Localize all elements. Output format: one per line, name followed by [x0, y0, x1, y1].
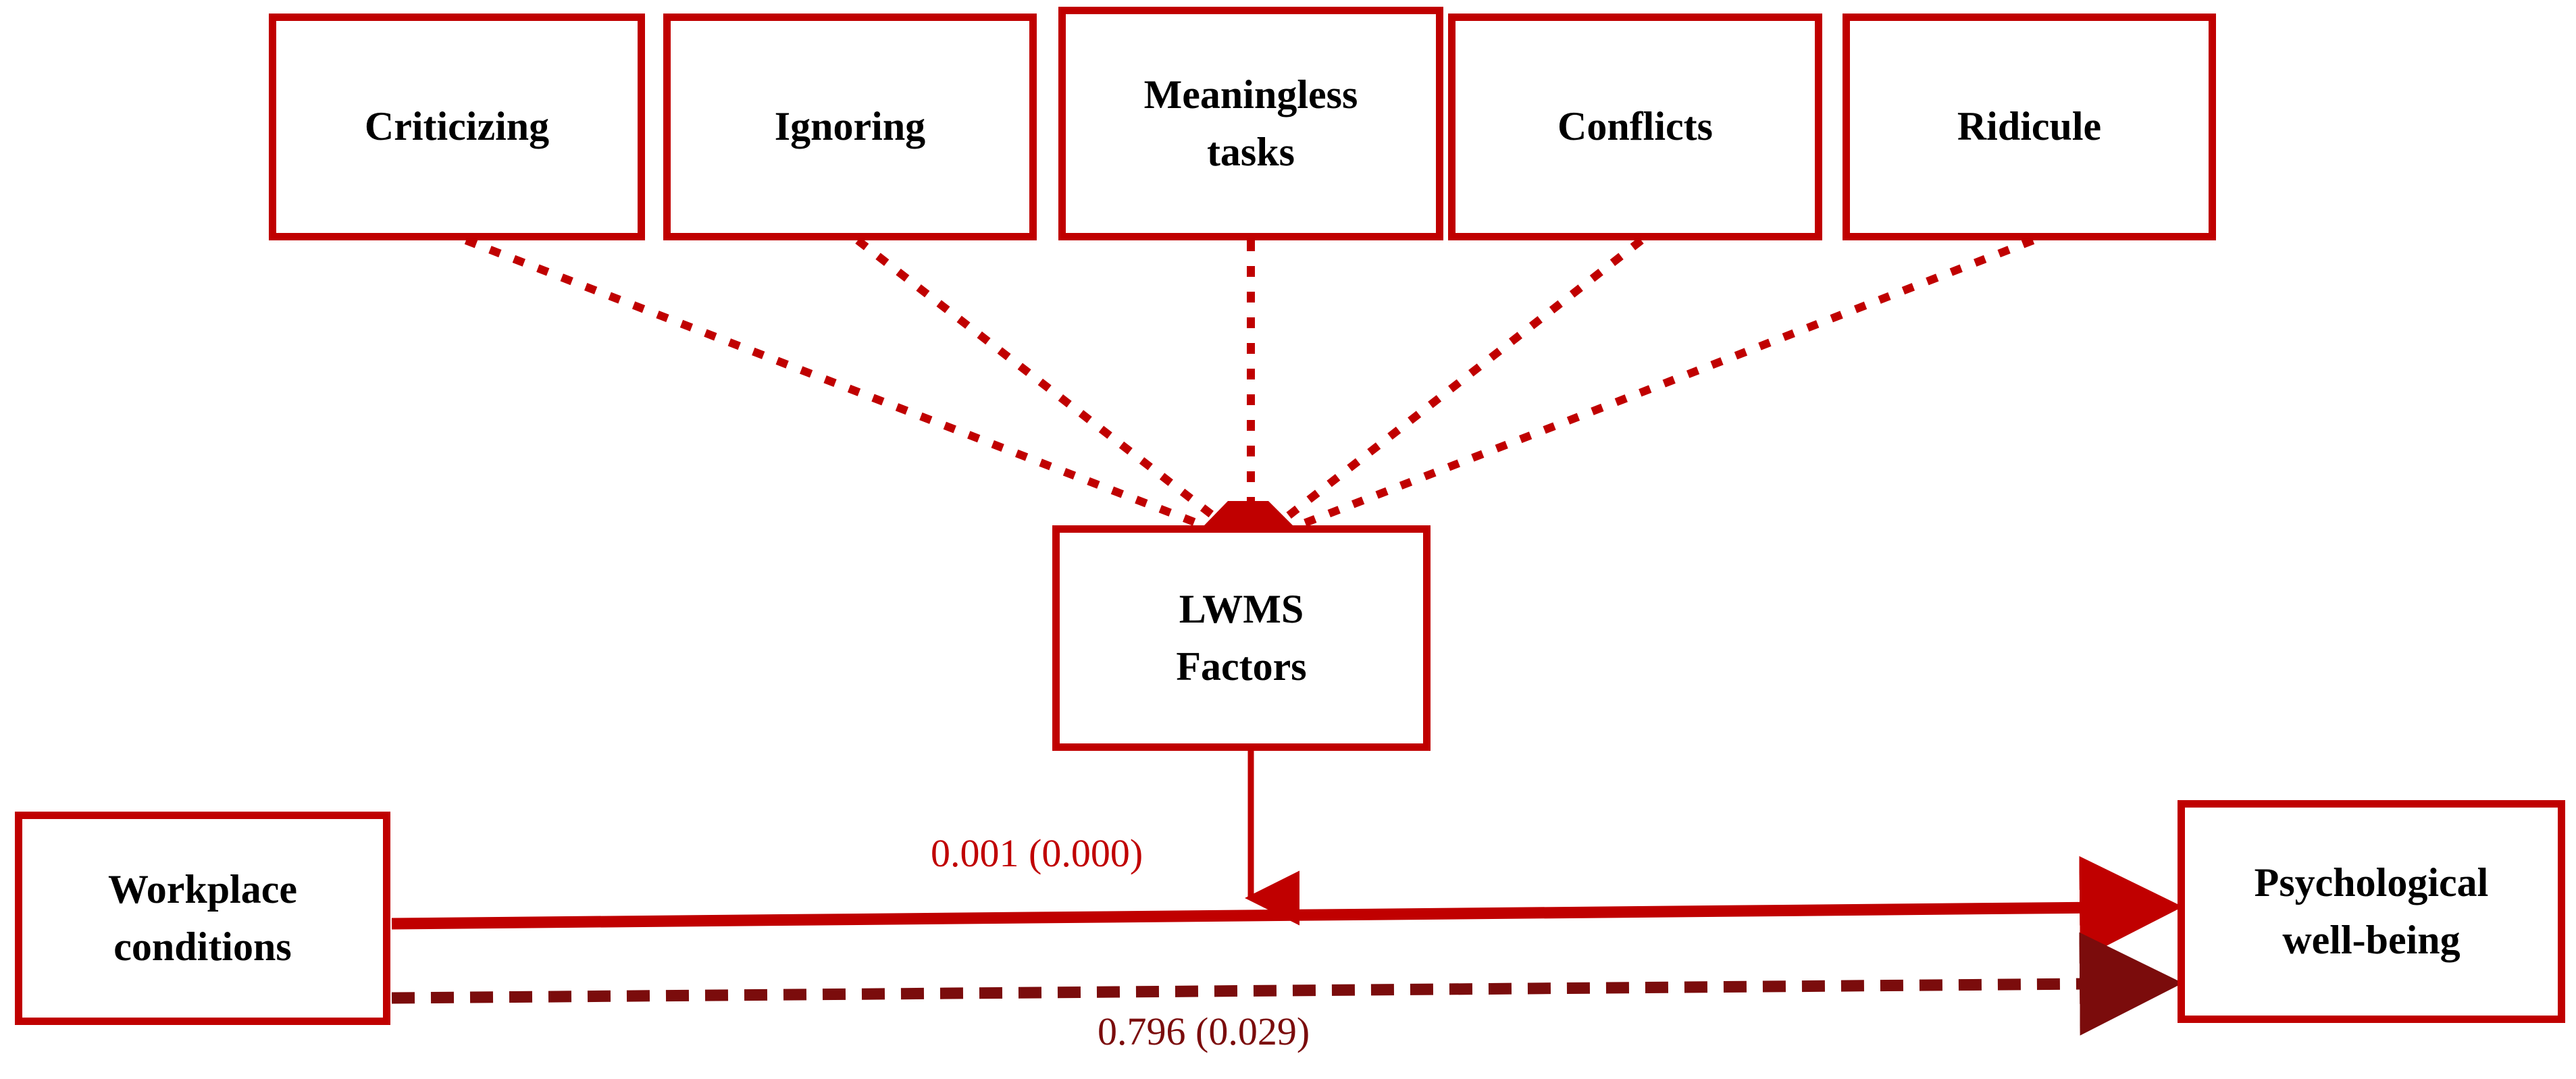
coefficient-label-lwms-to-wellbeing: 0.001 (0.000): [931, 831, 1143, 876]
indicator-label-meaningless-tasks: Meaningless tasks: [1143, 72, 1358, 174]
loading-path-criticizing: [464, 236, 1226, 537]
loading-paths-group: [464, 236, 2035, 537]
outcome-box-psychological-well-being[interactable]: Psychological well-being: [2178, 800, 2565, 1023]
coefficient-label-workplace-to-wellbeing: 0.796 (0.029): [1098, 1009, 1310, 1054]
indicator-label-ignoring: Ignoring: [774, 104, 926, 149]
coefficient-text-workplace-to-wellbeing: 0.796 (0.029): [1098, 1009, 1310, 1053]
indicator-box-criticizing[interactable]: Criticizing: [269, 14, 645, 240]
coefficient-text-lwms-to-wellbeing: 0.001 (0.000): [931, 831, 1143, 875]
predictor-box-workplace-conditions[interactable]: Workplace conditions: [15, 812, 390, 1025]
indicator-label-criticizing: Criticizing: [364, 104, 550, 149]
loading-path-conflicts: [1263, 237, 1644, 537]
outcome-label-psychological-well-being: Psychological well-being: [2254, 860, 2489, 962]
indicator-box-ignoring[interactable]: Ignoring: [663, 14, 1037, 240]
latent-box-lwms-factors[interactable]: LWMS Factors: [1052, 525, 1431, 751]
structural-path-workplace-to-wellbeing-dashed: [391, 932, 2183, 1036]
loading-path-ridicule: [1276, 236, 2035, 537]
indicator-box-ridicule[interactable]: Ridicule: [1843, 14, 2216, 240]
indicator-label-ridicule: Ridicule: [1957, 104, 2102, 149]
latent-label-lwms-factors: LWMS Factors: [1176, 586, 1307, 689]
indicator-box-meaningless-tasks[interactable]: Meaningless tasks: [1058, 7, 1443, 240]
indicator-label-conflicts: Conflicts: [1557, 104, 1713, 149]
structural-path-workplace-to-wellbeing-solid: [391, 856, 2183, 959]
predictor-label-workplace-conditions: Workplace conditions: [108, 866, 297, 969]
loading-arrowhead-cluster: [1204, 501, 1293, 525]
loading-path-ignoring: [855, 237, 1239, 537]
indicator-box-conflicts[interactable]: Conflicts: [1448, 14, 1822, 240]
